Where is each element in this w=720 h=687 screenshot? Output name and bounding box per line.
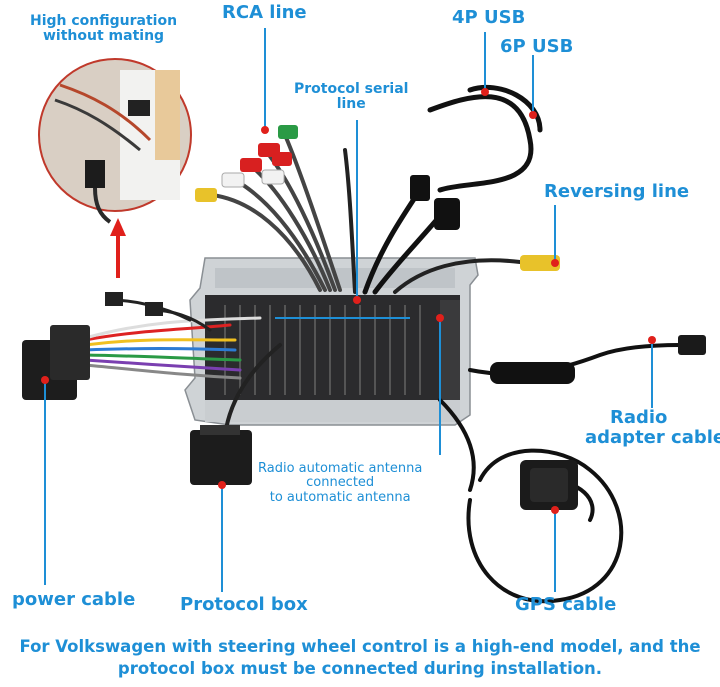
antenna-label: Radio automatic antenna connected to aut… bbox=[258, 461, 423, 505]
usb-4p-label: 4P USB bbox=[452, 7, 526, 28]
protocol-box-label: Protocol box bbox=[180, 594, 308, 615]
protocol-box-shape bbox=[190, 425, 252, 485]
protocol-serial-line2: line bbox=[336, 96, 366, 113]
antenna-line3: to automatic antenna bbox=[269, 489, 411, 505]
power-connector bbox=[22, 292, 163, 400]
footer-note: For Volkswagen with steering wheel contr… bbox=[0, 636, 720, 681]
radio-adapter-line2: adapter cable bbox=[585, 426, 720, 448]
rca-plugs bbox=[195, 125, 298, 202]
gps-antenna bbox=[520, 460, 578, 510]
rca-line-label: RCA line bbox=[222, 2, 307, 23]
red-arrow-up bbox=[110, 218, 126, 278]
reversing-plug bbox=[520, 255, 560, 271]
reversing-line-label: Reversing line bbox=[544, 181, 690, 202]
head-unit bbox=[184, 257, 479, 426]
power-cable-label: power cable bbox=[12, 589, 136, 610]
protocol-serial-line1: Protocol serial bbox=[294, 81, 409, 97]
footer-line1: For Volkswagen with steering wheel contr… bbox=[19, 637, 701, 656]
leader-lines bbox=[44, 28, 653, 592]
gps-cable-label: GPS cable bbox=[515, 594, 617, 615]
high-config-line1: High configuration bbox=[30, 13, 178, 29]
zoom-inset bbox=[38, 58, 192, 224]
radio-adapter-label: Radio adapter cable bbox=[585, 408, 720, 448]
high-config-label: High configuration without mating bbox=[30, 13, 178, 45]
usb-6p-label: 6P USB bbox=[500, 36, 574, 57]
red-markers bbox=[41, 88, 656, 514]
radio-adapter-line1: Radio bbox=[610, 407, 668, 428]
footer-line2: protocol box must be connected during in… bbox=[117, 659, 603, 679]
protocol-serial-label: Protocol serial line bbox=[294, 81, 409, 113]
antenna-line1: Radio automatic antenna bbox=[258, 461, 423, 476]
radio-adapter-module bbox=[490, 335, 706, 384]
antenna-line2: connected bbox=[306, 475, 375, 491]
usb-connectors bbox=[410, 175, 460, 230]
high-config-line2: without mating bbox=[43, 28, 165, 45]
